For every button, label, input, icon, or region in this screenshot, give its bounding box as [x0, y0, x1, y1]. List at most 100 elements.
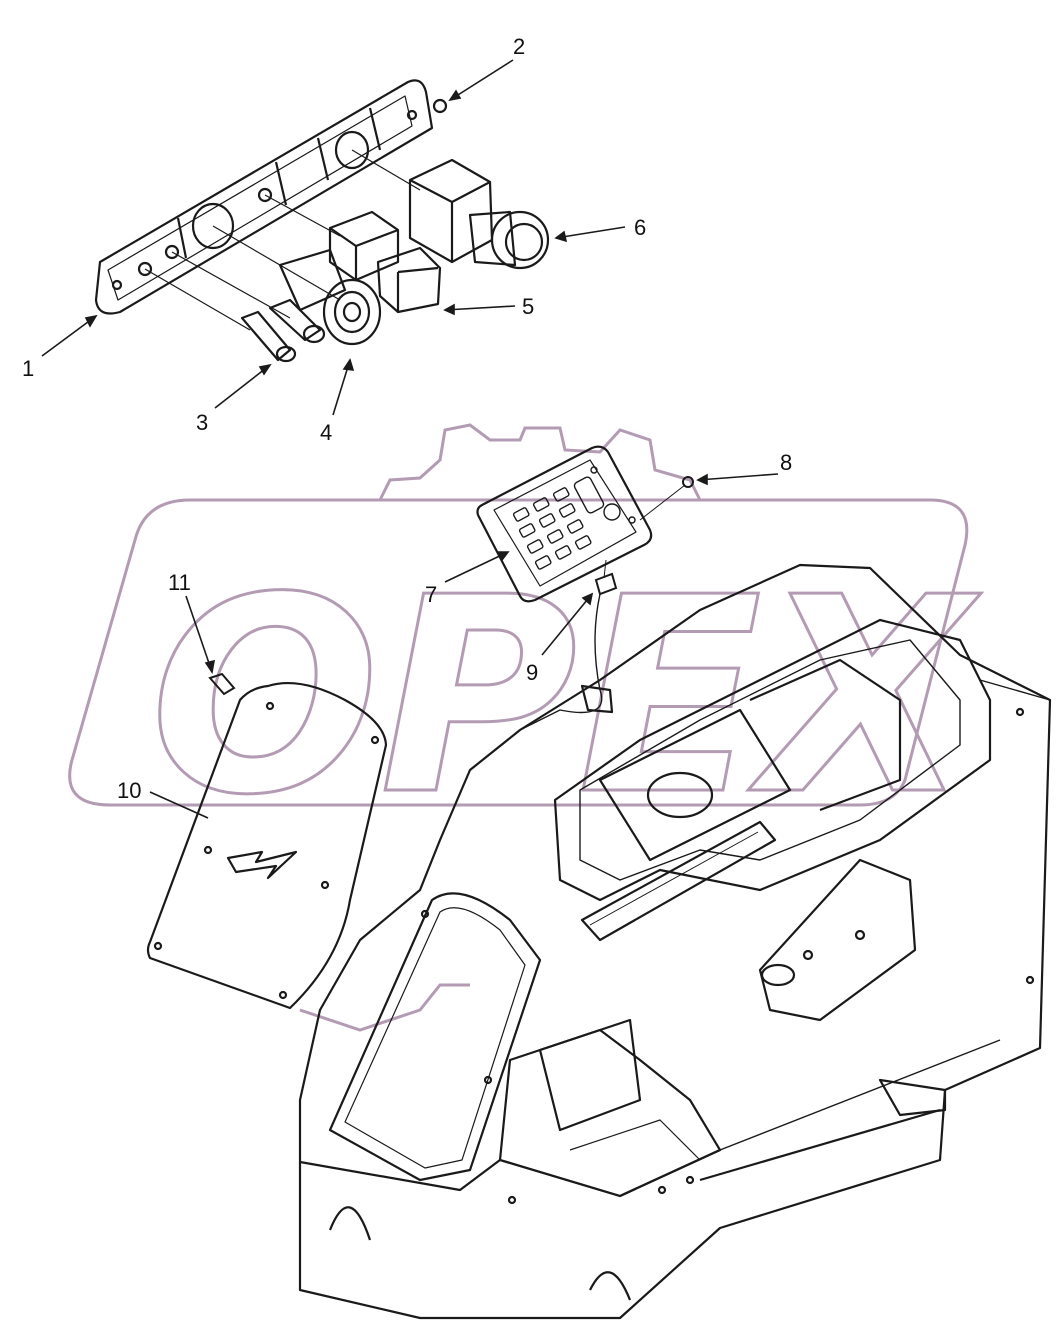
- watermark-gear: [299, 423, 702, 1032]
- cover-panel: [146, 681, 388, 1010]
- console-round-hole: [646, 771, 714, 819]
- round-socket-part: [278, 248, 382, 346]
- console-slot: [580, 820, 777, 942]
- arrow-head-icon: [342, 358, 355, 371]
- console-outline: [298, 563, 1052, 1320]
- small-bolt-part: [240, 298, 326, 363]
- rivet: [507, 1195, 517, 1205]
- callout-11: 11: [168, 570, 191, 595]
- callout-10: 10: [117, 778, 141, 803]
- rivet: [685, 1175, 695, 1185]
- leader-line-9: [541, 593, 593, 656]
- panel-divider: [274, 161, 288, 206]
- console-foot-arch: [328, 1206, 372, 1241]
- arrow-head-icon: [696, 473, 708, 486]
- console-mount-hole: [854, 929, 866, 941]
- arrow-head-icon: [258, 363, 272, 376]
- arrow-head-icon: [443, 303, 455, 316]
- leader-line-11: [185, 595, 213, 673]
- arrow-head-icon: [581, 592, 594, 606]
- arrow-head-icon: [496, 551, 510, 562]
- screw-part: [432, 98, 448, 114]
- panel-hole: [111, 279, 123, 291]
- callout-3: 3: [196, 410, 208, 435]
- explode-line: [603, 559, 607, 579]
- panel-divider: [368, 107, 382, 151]
- rivet: [483, 1075, 493, 1085]
- watermark: OPEX: [68, 423, 983, 1032]
- relay-block-part: [328, 210, 400, 282]
- rivet: [1015, 707, 1025, 717]
- callout-7: 7: [425, 582, 437, 607]
- rivet: [657, 1185, 667, 1195]
- callout-labels: 1 2 3 4 5 6 7 8 9 10 11: [22, 34, 792, 803]
- console-inner-box: [598, 708, 792, 862]
- panel-hole: [257, 187, 273, 203]
- callout-5: 5: [522, 294, 534, 319]
- keypad-module: [476, 445, 653, 603]
- leader-line-5: [444, 305, 516, 311]
- console-bracket: [878, 1078, 947, 1117]
- panel-hole-large: [191, 202, 235, 250]
- arrow-head-icon: [204, 659, 216, 675]
- leader-line-3: [214, 364, 271, 409]
- rivet: [1025, 975, 1035, 985]
- panel-hole: [164, 244, 180, 260]
- bolt-part: [208, 672, 236, 696]
- console-skirt-edge: [699, 1108, 941, 1182]
- explode-line: [351, 149, 421, 191]
- watermark-capsule: [68, 498, 969, 807]
- console-tray-inner: [569, 1119, 701, 1161]
- panel-hole: [137, 261, 153, 277]
- explode-line: [639, 484, 686, 521]
- panel-plate-inner: [107, 95, 413, 301]
- console-instrument-bay-inner: [579, 639, 961, 881]
- leader-line-10: [149, 791, 209, 819]
- panel-divider: [176, 217, 188, 259]
- arrow-head-icon: [448, 89, 462, 102]
- panel-plate: [94, 79, 434, 315]
- callout-4: 4: [320, 420, 332, 445]
- console-instrument-bay: [553, 618, 992, 902]
- console-wire: [519, 593, 603, 731]
- console-mount-hole: [802, 949, 814, 961]
- console-mount-hole: [760, 963, 796, 987]
- console-foot-arch: [589, 1271, 632, 1301]
- explode-line: [144, 268, 251, 331]
- callout-9: 9: [526, 660, 538, 685]
- panel-hole: [406, 109, 418, 121]
- screw-part: [682, 476, 694, 488]
- callout-1: 1: [22, 356, 34, 381]
- console-left-opening: [328, 892, 542, 1182]
- leader-line-7: [444, 551, 509, 583]
- console-side-bay: [749, 658, 902, 812]
- leader-line-6: [555, 226, 626, 239]
- console-mount-block: [758, 858, 917, 1022]
- ignition-switch-part: [408, 158, 550, 270]
- leader-line-1: [41, 315, 97, 357]
- console-slot-inner: [589, 831, 759, 926]
- panel-hole-large: [334, 130, 370, 170]
- callout-leaders: [41, 59, 779, 819]
- console-right-face: [979, 679, 1051, 1049]
- rivet: [420, 909, 430, 919]
- console-front-edge: [299, 1149, 721, 1198]
- callout-6: 6: [634, 215, 646, 240]
- callout-2: 2: [513, 34, 525, 59]
- connector-part: [594, 572, 618, 596]
- arrow-head-icon: [554, 230, 568, 243]
- lightning-icon: [226, 850, 298, 880]
- console-housing: [298, 563, 1052, 1320]
- switch-panel-assembly: [94, 79, 550, 363]
- console-wire-clip: [580, 684, 614, 714]
- keypad-keys: [512, 466, 636, 570]
- watermark-text: OPEX: [150, 539, 981, 854]
- console-tray-box: [538, 1018, 642, 1132]
- console-center-tray: [498, 1028, 722, 1198]
- explode-line: [264, 194, 341, 237]
- leader-line-8: [697, 473, 779, 481]
- leader-line-2: [449, 59, 514, 101]
- console-skirt-edge: [719, 1039, 1001, 1151]
- panel-divider: [316, 137, 330, 181]
